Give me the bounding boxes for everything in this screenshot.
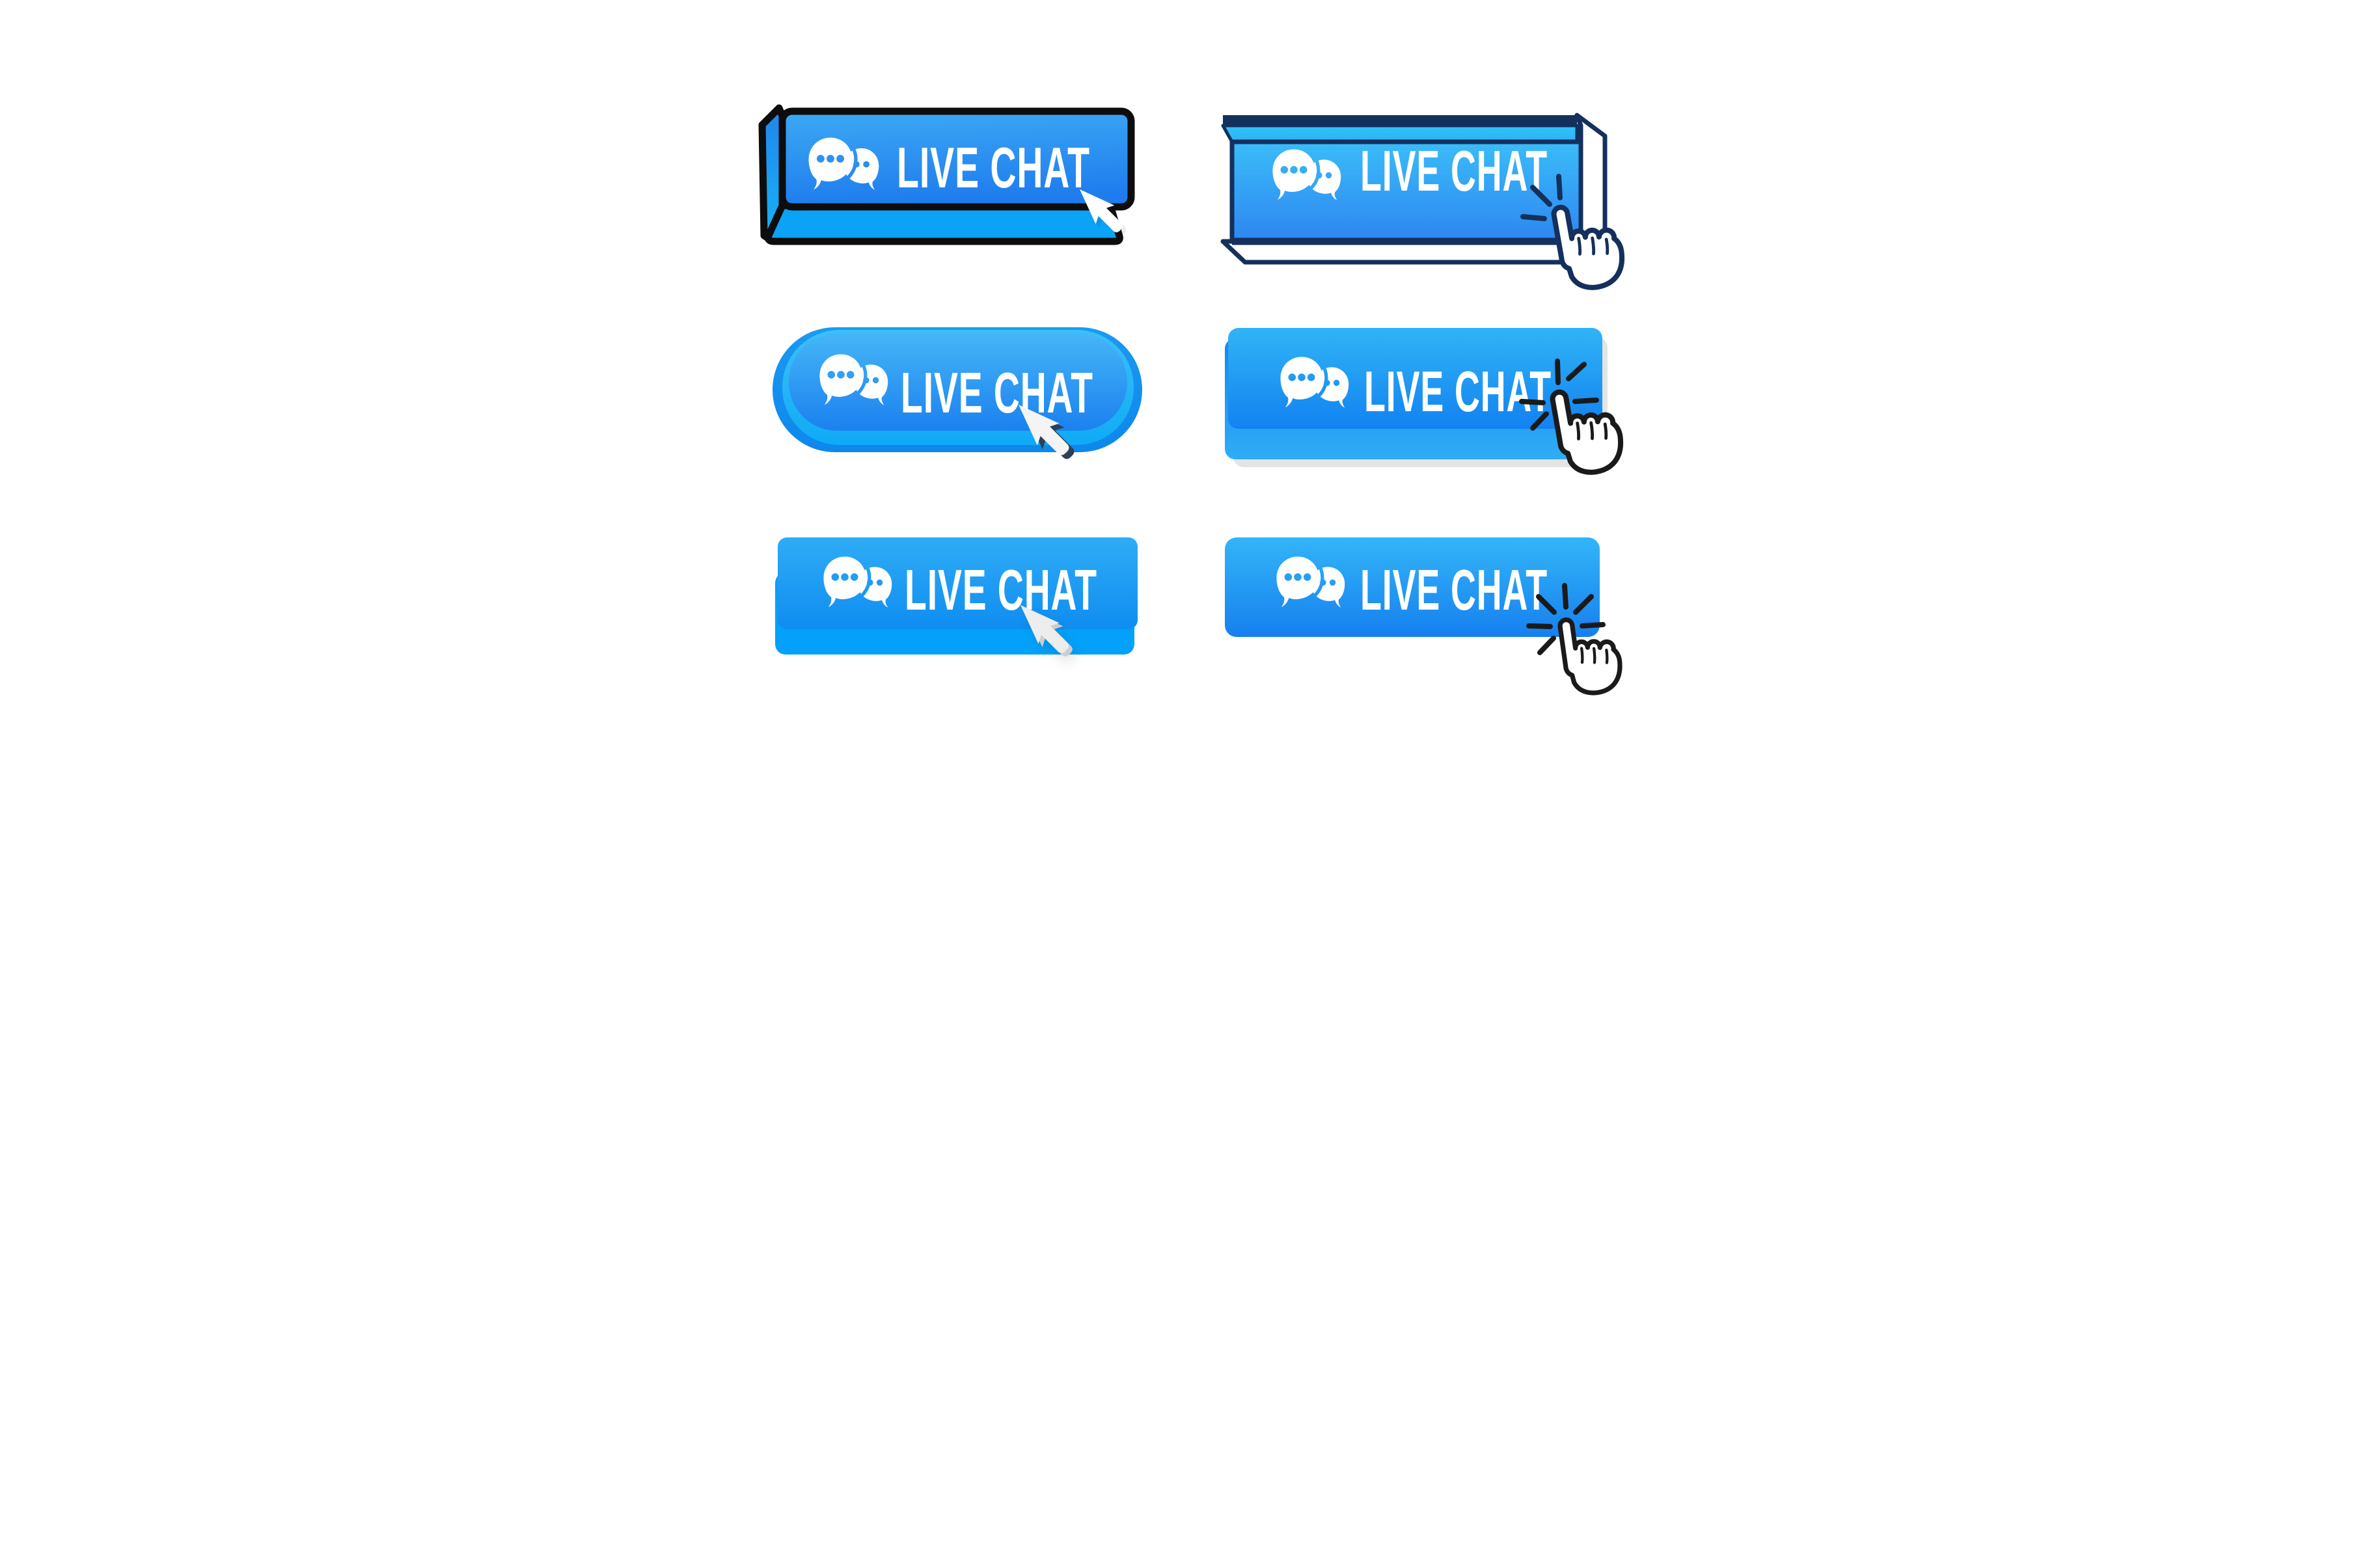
- box-back-edge: [1223, 115, 1577, 126]
- button-label: LIVE CHAT: [1364, 360, 1552, 424]
- click-rays: [1526, 583, 1606, 655]
- live-chat-button-flat-lip[interactable]: LIVE CHAT: [775, 537, 1138, 670]
- click-rays: [1520, 174, 1563, 221]
- svg-text:LIVE CHAT: LIVE CHAT: [1360, 558, 1548, 622]
- live-chat-button-pill[interactable]: LIVE CHAT: [773, 327, 1142, 468]
- button-label: LIVE CHAT: [901, 361, 1093, 425]
- button-label: LIVE CHAT: [905, 558, 1097, 622]
- button-label: LIVE CHAT: [1360, 139, 1548, 203]
- live-chat-button-set: LIVE CHAT LIVE CHAT: [592, 0, 1777, 784]
- keycap-base: [764, 202, 1123, 245]
- svg-text:LIVE CHAT: LIVE CHAT: [897, 136, 1090, 200]
- click-rays: [1519, 358, 1599, 431]
- svg-text:LIVE CHAT: LIVE CHAT: [905, 558, 1097, 622]
- live-chat-button-layered[interactable]: LIVE CHAT: [1225, 328, 1626, 477]
- button-face[interactable]: [1225, 537, 1600, 637]
- button-set-canvas: LIVE CHAT LIVE CHAT: [592, 0, 1777, 784]
- button-face[interactable]: [778, 537, 1138, 629]
- button-face[interactable]: [1228, 328, 1602, 429]
- live-chat-button-flat[interactable]: LIVE CHAT: [1225, 537, 1624, 696]
- live-chat-button-3d-key[interactable]: LIVE CHAT: [758, 104, 1135, 245]
- button-label: LIVE CHAT: [897, 136, 1090, 200]
- svg-text:LIVE CHAT: LIVE CHAT: [1360, 139, 1548, 203]
- button-label: LIVE CHAT: [1360, 558, 1548, 622]
- pill-face: [789, 334, 1127, 431]
- svg-text:LIVE CHAT: LIVE CHAT: [901, 361, 1093, 425]
- svg-text:LIVE CHAT: LIVE CHAT: [1364, 360, 1552, 424]
- live-chat-button-3d-wireframe[interactable]: LIVE CHAT: [1220, 113, 1627, 292]
